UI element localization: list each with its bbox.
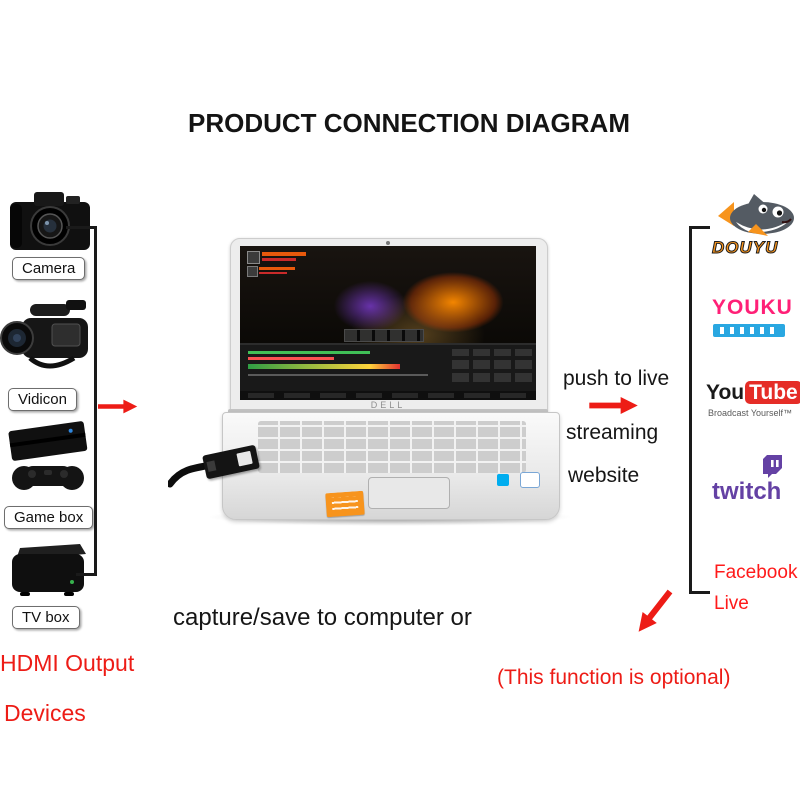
audio-meter-red — [248, 357, 334, 360]
facebook-live-line1: Facebook — [714, 562, 798, 583]
push-caption-line2: streaming — [566, 421, 659, 444]
laptop-keyboard — [258, 421, 526, 473]
software-button-grid — [452, 349, 532, 382]
right-bracket-top-arm — [692, 226, 710, 229]
game-hud-portrait — [247, 251, 260, 264]
game-hud-mana-bar — [262, 258, 296, 261]
hdmi-output-caption-line2: Devices — [4, 700, 86, 726]
device-label-tv-box: TV box — [12, 606, 80, 629]
push-caption-line1: push to live — [563, 367, 670, 390]
youku-chinese-badge — [713, 324, 785, 337]
youtube-tube-text: Tube — [745, 381, 800, 404]
hdmi-output-caption-line1: HDMI Output — [0, 650, 135, 676]
software-status-bar — [240, 391, 536, 400]
devices-to-laptop-arrow — [98, 397, 138, 416]
orange-sticker — [325, 490, 365, 518]
dongle-label — [236, 450, 253, 467]
left-bracket-bottom-arm — [76, 573, 97, 576]
optional-note: (This function is optional) — [497, 666, 731, 689]
optional-function-arrow — [629, 584, 679, 640]
device-label-vidicon: Vidicon — [8, 388, 77, 411]
youtube-tagline: Broadcast Yourself™ — [708, 408, 793, 418]
tv-box-icon — [12, 544, 86, 596]
webcam-icon — [386, 241, 390, 245]
device-label-game-box: Game box — [4, 506, 94, 529]
hdmi-port-icon — [206, 460, 217, 472]
douyu-wordmark: DOUYU — [711, 238, 779, 258]
game-console-icon — [8, 421, 88, 490]
device-label-camera: Camera — [12, 257, 86, 280]
left-bracket-line — [94, 226, 97, 576]
mixer-level-bar — [248, 364, 400, 369]
camcorder-icon — [0, 300, 88, 369]
intel-sticker — [520, 472, 540, 488]
capture-caption: capture/save to computer or — [173, 604, 472, 631]
game-hud-portrait-2 — [247, 266, 258, 277]
twitch-glitch-icon — [763, 455, 782, 478]
right-bracket-bottom-arm — [692, 591, 710, 594]
twitch-wordmark: twitch — [712, 478, 782, 505]
push-caption-line3: website — [568, 464, 640, 487]
laptop-brand-logo: DELL — [370, 400, 406, 410]
camera-icon — [10, 192, 90, 250]
laptop-trackpad — [368, 477, 450, 509]
facebook-live-line2: Live — [714, 593, 749, 614]
game-hud-mana-bar-2 — [259, 272, 287, 274]
laptop-to-platforms-arrow — [588, 396, 640, 415]
fader-track — [248, 374, 428, 376]
windows-sticker — [497, 474, 509, 486]
page-title: PRODUCT CONNECTION DIAGRAM — [188, 108, 630, 138]
game-video-area — [240, 246, 536, 343]
game-hud-health-bar-2 — [259, 267, 295, 270]
left-bracket-top-arm — [66, 226, 97, 229]
laptop-hinge — [228, 409, 548, 414]
game-hud-skill-bar — [344, 329, 424, 342]
right-bracket-line — [689, 226, 692, 594]
youtube-you-text: You — [706, 381, 745, 404]
youku-wordmark: YOUKU — [712, 296, 793, 319]
audio-meter-green — [248, 351, 370, 354]
douyu-shark-icon — [718, 194, 794, 236]
game-hud-health-bar — [262, 252, 306, 256]
